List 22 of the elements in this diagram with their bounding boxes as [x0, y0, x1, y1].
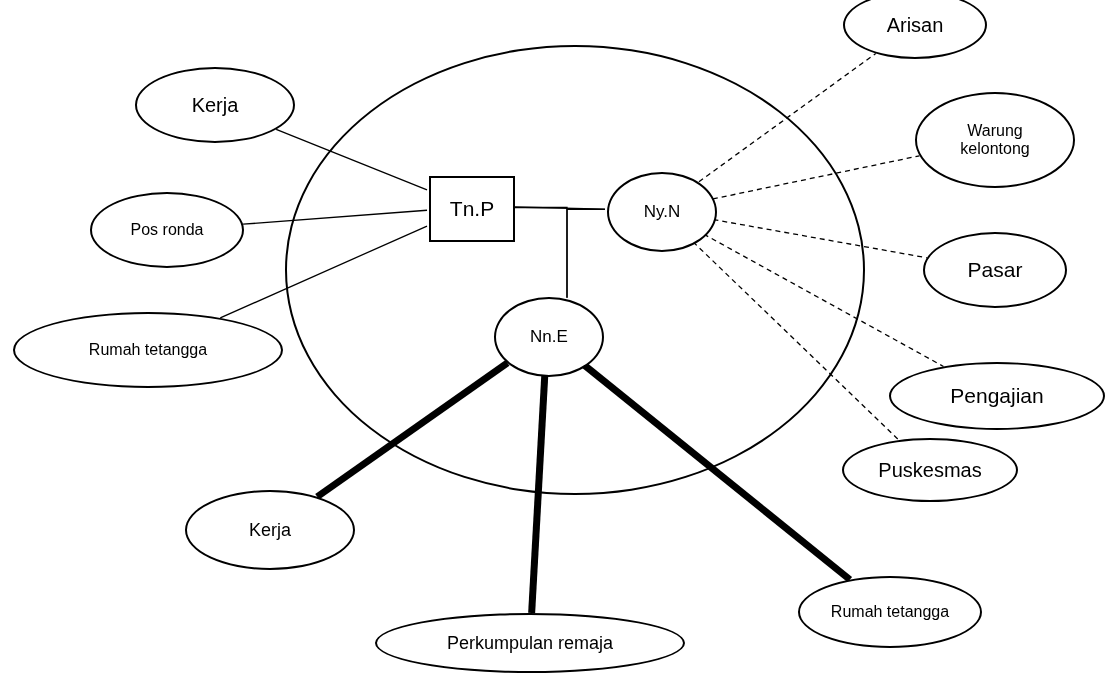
- node-label: Puskesmas: [878, 458, 982, 482]
- strong-connection-line: [528, 374, 549, 614]
- node-label: Pengajian: [950, 383, 1044, 409]
- node-label: Pasar: [967, 257, 1023, 283]
- node-label: Arisan: [886, 13, 944, 37]
- weak-connection-line: [698, 52, 877, 183]
- connection-line: [566, 208, 606, 299]
- node-label: Ny.N: [643, 202, 681, 222]
- node-label: Pos ronda: [130, 220, 204, 240]
- node-label: Rumah tetangga: [830, 602, 950, 622]
- node-label: Rumah tetangga: [88, 340, 208, 360]
- node-label: Nn.E: [530, 327, 568, 347]
- node-label: Kerja: [191, 93, 239, 117]
- node-label: Kerja: [249, 519, 291, 541]
- person-box: [429, 176, 515, 242]
- family-circle: [285, 45, 865, 495]
- connection-line: [219, 225, 428, 319]
- node-label: Perkumpulan remaja: [446, 632, 614, 654]
- connection-line: [242, 209, 428, 225]
- node-label: Warung kelontong: [959, 121, 1031, 159]
- node-label: Tn.P: [449, 196, 495, 222]
- connection-line: [275, 128, 428, 191]
